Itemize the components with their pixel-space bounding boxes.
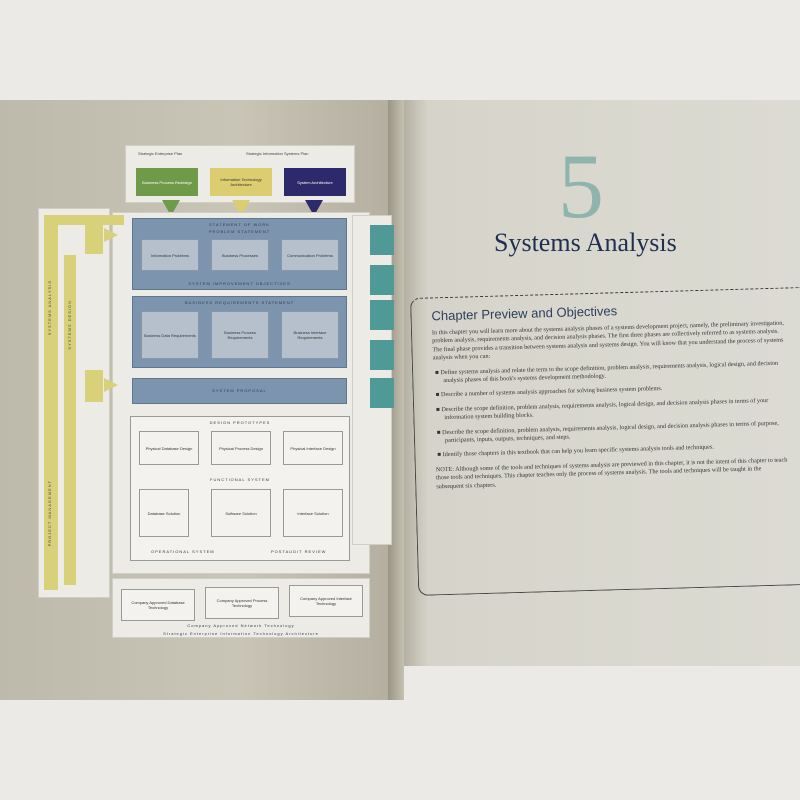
top-box-green: Business Process Redesign: [136, 168, 198, 196]
teal-box-1: [370, 225, 394, 255]
arrow-yellow-right-2: [104, 378, 118, 392]
top-box-yellow: Information Technology Architecture: [210, 168, 272, 196]
project-management-bar: [44, 215, 58, 590]
top-left-label: Strategic Enterprise Plan: [138, 151, 183, 156]
teal-box-4: [370, 340, 394, 370]
br-box-3: Business Interface Requirements: [281, 311, 339, 359]
objective-item: ■ Describe the scope definition, problem…: [436, 419, 779, 445]
right-page: [396, 100, 800, 666]
sow-box-3: Communication Problems: [281, 239, 339, 271]
chapter-preview-box: Chapter Preview and Objectives In this c…: [410, 287, 800, 596]
bottom-box-2: Company Approved Process Technology: [205, 587, 279, 619]
systems-design-bar: [64, 255, 76, 585]
fs-box-3: Interface Solution: [283, 489, 343, 537]
objective-item: ■ Describe the scope definition, problem…: [436, 396, 769, 422]
preview-note: NOTE: Although some of the tools and tec…: [435, 456, 788, 491]
architecture-panel: Company Approved Database Technology Com…: [112, 578, 370, 638]
objective-item: ■ Define systems analysis and relate the…: [434, 359, 779, 385]
top-right-label: Strategic Information Systems Plan: [246, 151, 309, 156]
arrow-yellow-right-1: [104, 228, 118, 242]
teal-box-2: [370, 265, 394, 295]
dp-box-1: Physical Database Design: [139, 431, 199, 465]
fs-box-2: Software Solution: [211, 489, 271, 537]
sow-box-2: Business Processes: [211, 239, 269, 271]
br-box-1: Business Data Requirements: [141, 311, 199, 359]
preview-heading: Chapter Preview and Objectives: [431, 303, 618, 324]
process-diagram: Strategic Enterprise Plan Strategic Info…: [0, 0, 400, 700]
business-requirements: BUSINESS REQUIREMENTS STATEMENT Business…: [132, 296, 347, 368]
sow-box-1: Information Problems: [141, 239, 199, 271]
top-box-navy: System Architecture: [284, 168, 346, 196]
chapter-number: 5: [558, 135, 604, 237]
statement-of-work: STATEMENT OF WORK PROBLEM STATEMENT Info…: [132, 218, 347, 290]
chapter-title: Systems Analysis: [494, 228, 677, 257]
bottom-box-1: Company Approved Database Technology: [121, 589, 195, 621]
dp-box-2: Physical Process Design: [211, 431, 271, 465]
fs-box-1: Database Solution: [139, 489, 189, 537]
teal-box-3: [370, 300, 394, 330]
diagram-top-panel: Strategic Enterprise Plan Strategic Info…: [125, 145, 355, 203]
design-prototypes: DESIGN PROTOTYPES Physical Database Desi…: [130, 416, 350, 561]
bottom-box-3: Company Approved Interface Technology: [289, 585, 363, 617]
br-box-2: Business Process Requirements: [211, 311, 269, 359]
preview-intro: In this chapter you will learn more abou…: [431, 319, 784, 362]
system-proposal: SYSTEM PROPOSAL: [132, 378, 347, 404]
teal-box-5: [370, 378, 394, 408]
dp-box-3: Physical Interface Design: [283, 431, 343, 465]
side-box-1: [85, 222, 103, 254]
systems-analysis-bar: [44, 215, 124, 225]
side-box-2: [85, 370, 103, 402]
